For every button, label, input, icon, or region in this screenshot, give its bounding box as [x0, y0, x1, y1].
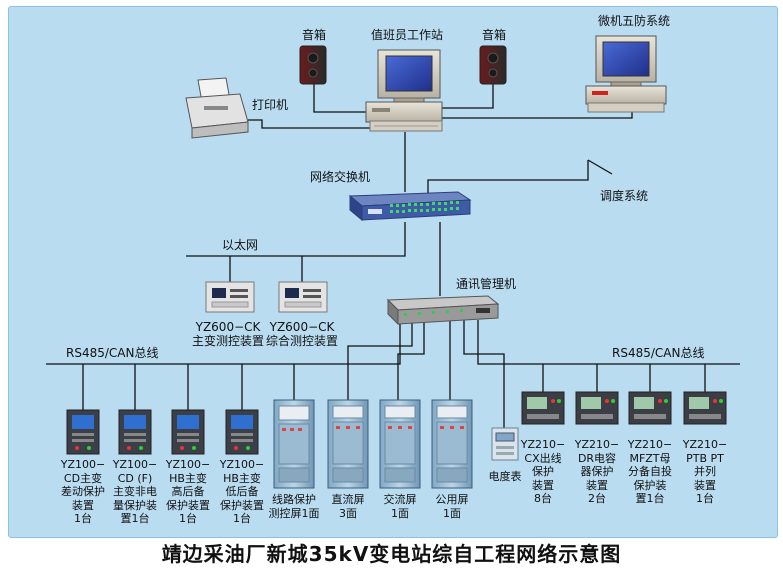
comm-manager-label: 通讯管理机: [456, 277, 517, 291]
ck-device-1-desc: 主变测控装置: [191, 334, 265, 348]
line-speaker-right: [442, 82, 494, 109]
drop-dc: [347, 320, 413, 400]
yz100-device-4-icon: [225, 409, 259, 455]
drop-meter: [463, 320, 505, 428]
yz210-device-1-icon: [521, 391, 565, 425]
yz600-ck-device-1-icon: [205, 281, 255, 313]
line-ethernet: [186, 222, 406, 257]
speaker-left-label: 音箱: [301, 28, 327, 42]
yz210-device-2-icon: [575, 391, 619, 425]
switch-label: 网络交换机: [310, 170, 371, 184]
meter-label: 电度表: [488, 470, 522, 483]
yz210-device-3-label: YZ210−MFZT母分备自投保护装置1台: [627, 438, 673, 505]
yz100-device-icons: [66, 409, 259, 455]
ck-device-1-model: YZ600−CK: [195, 320, 261, 334]
cabinet-dc-icon: [327, 399, 369, 489]
drop-ac: [397, 320, 425, 400]
bus-left-label: RS485/CAN总线: [66, 346, 159, 360]
yz210-device-3-icon: [628, 391, 672, 425]
line-five-defense: [440, 112, 633, 119]
line-printer: [248, 119, 372, 129]
dispatch-label: 调度系统: [600, 189, 649, 203]
yz100-device-2-label: YZ100−CD (F)主变非电量保护装置1台: [112, 458, 158, 525]
ck-device-2-model: YZ600−CK: [269, 320, 335, 334]
cabinet-line-protection-label: 线路保护测控屏1面: [268, 493, 320, 520]
connection-lines: [46, 82, 740, 428]
yz600-ck-device-2-icon: [278, 281, 328, 313]
comm-manager-icon: [386, 295, 500, 326]
network-switch-icon: [348, 191, 472, 222]
five-defense-computer-icon: [585, 35, 667, 113]
speaker-left-icon: [299, 45, 327, 85]
yz210-device-icons: [521, 391, 727, 425]
speaker-right-icon: [479, 45, 507, 85]
five-defense-label: 微机五防系统: [597, 14, 671, 28]
cabinet-icons: [273, 399, 473, 489]
bus-right-label: RS485/CAN总线: [612, 346, 705, 360]
workstation-label: 值班员工作站: [370, 28, 444, 42]
speaker-right-label: 音箱: [481, 28, 507, 42]
line-bus-right: [477, 320, 740, 365]
printer-label: 打印机: [252, 98, 289, 112]
yz100-device-1-icon: [66, 409, 100, 455]
cabinet-line-protection-icon: [273, 399, 315, 489]
line-bus-left: [46, 320, 401, 365]
ck-device-2-desc: 综合测控装置: [265, 334, 339, 348]
yz100-device-2-icon: [118, 409, 152, 455]
diagram-title: 靖边采油厂新城35kV变电站综自工程网络示意图: [161, 542, 622, 566]
printer-icon: [185, 77, 249, 139]
energy-meter-icon: [491, 427, 519, 461]
yz100-device-3-icon: [171, 409, 205, 455]
line-dispatch-tick: [587, 159, 613, 175]
cabinet-public-icon: [431, 399, 473, 489]
line-dispatch: [427, 160, 589, 194]
ethernet-label: 以太网: [222, 238, 259, 252]
line-speaker-left: [313, 82, 368, 113]
yz210-device-4-icon: [683, 391, 727, 425]
cabinet-ac-icon: [379, 399, 421, 489]
workstation-icon: [365, 49, 443, 132]
